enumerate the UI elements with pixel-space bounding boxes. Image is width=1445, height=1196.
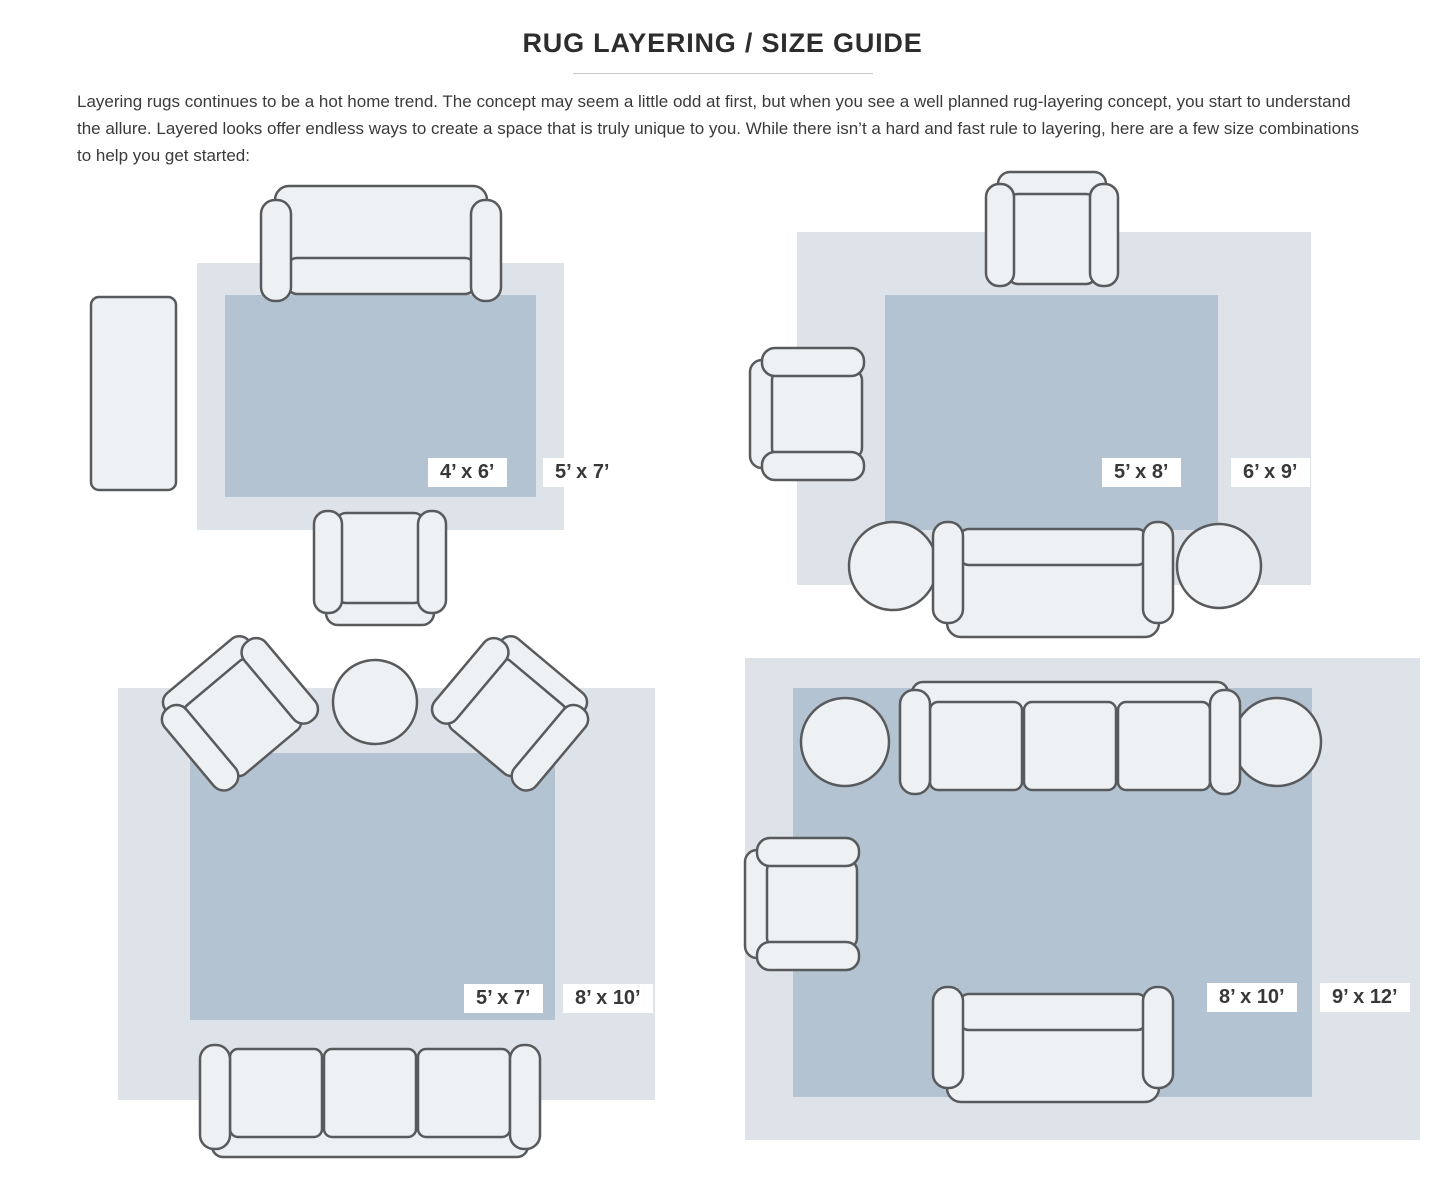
sofa [259,184,503,303]
sofa [931,520,1175,639]
sofa [198,1043,542,1159]
inner-rug [885,295,1218,530]
outer-rug-size-label: 6’ x 9’ [1231,458,1310,487]
armchair [984,170,1120,288]
armchair [743,836,861,972]
inner-rug-size-label: 5’ x 8’ [1102,458,1181,487]
layout-bottom-right [743,658,1420,1140]
inner-rug [190,753,555,1020]
side-table [89,295,178,492]
layout-top-left [89,184,564,627]
title-divider [572,73,873,74]
sofa [898,680,1242,796]
armchair [748,346,866,482]
round-side-table [331,658,419,746]
page-title: RUG LAYERING / SIZE GUIDE [522,28,923,58]
inner-rug-size-label: 8’ x 10’ [1207,983,1297,1012]
inner-rug-size-label: 4’ x 6’ [428,458,507,487]
inner-rug-size-label: 5’ x 7’ [464,984,543,1013]
sofa [931,985,1175,1104]
outer-rug-size-label: 5’ x 7’ [543,458,622,487]
outer-rug-size-label: 9’ x 12’ [1320,983,1410,1012]
layout-top-right [748,170,1311,639]
round-side-table [1175,522,1263,610]
intro-paragraph: Layering rugs continues to be a hot home… [77,92,1359,165]
round-side-table [847,520,939,612]
armchair [312,509,448,627]
outer-rug-size-label: 8’ x 10’ [563,984,653,1013]
round-side-table [799,696,891,788]
layout-bottom-left [118,622,655,1159]
round-side-table [1231,696,1323,788]
